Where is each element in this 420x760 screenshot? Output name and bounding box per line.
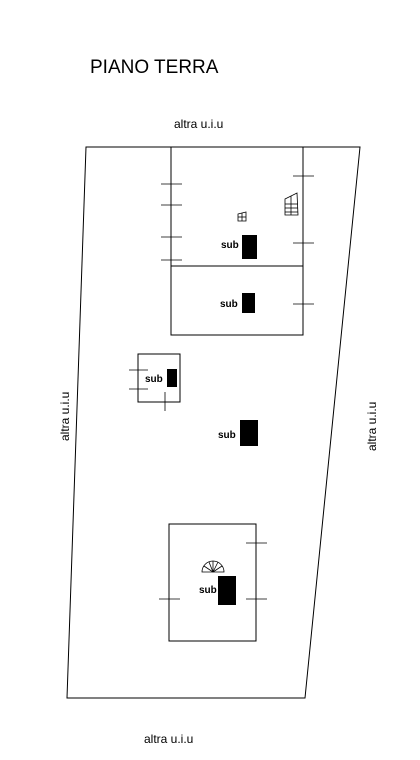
lower-room-walls: [168, 523, 257, 642]
subunit-label: sub: [220, 299, 238, 310]
neighbor-label-left: altra u.i.u: [58, 392, 72, 441]
subunit-label: sub: [145, 374, 163, 385]
neighbor-label-bottom: altra u.i.u: [144, 732, 193, 746]
subunit-marker: [218, 576, 236, 605]
lower-room-block: sub: [159, 523, 267, 642]
stair-icon: [284, 192, 299, 216]
small-room-block: sub: [129, 353, 181, 411]
subunit-label: sub: [199, 585, 217, 596]
upper-room-walls: [170, 147, 304, 336]
property-boundary: [66, 146, 361, 699]
open-area-subunit: sub: [218, 420, 258, 446]
subunit-marker: [240, 420, 258, 446]
neighbor-label-top: altra u.i.u: [174, 117, 223, 131]
subunit-label: sub: [221, 240, 239, 251]
subunit-label: sub: [218, 430, 236, 441]
page-title: PIANO TERRA: [90, 57, 219, 78]
small-room-walls: [137, 353, 181, 403]
arc-stair-icon: [201, 560, 225, 573]
subunit-marker: [242, 235, 257, 259]
neighbor-label-right: altra u.i.u: [365, 402, 379, 451]
small-stair-icon: [237, 211, 247, 222]
subunit-marker: [167, 369, 177, 387]
upper-room-block: sub sub: [161, 147, 314, 336]
subunit-marker: [242, 293, 255, 313]
